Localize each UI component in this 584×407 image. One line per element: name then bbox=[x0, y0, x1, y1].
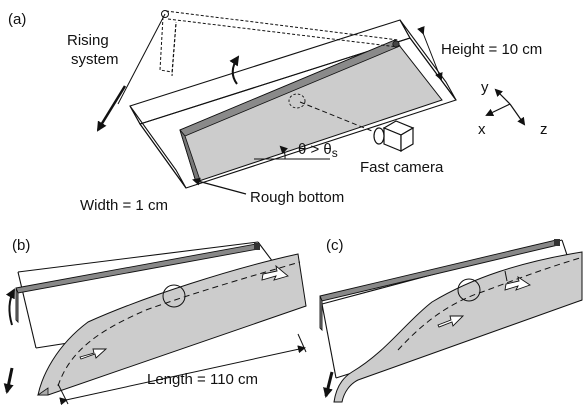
rising-label-line1: Rising bbox=[67, 32, 109, 49]
flow-marker-c bbox=[504, 270, 508, 282]
channel-outline bbox=[129, 19, 457, 189]
observation-circle-b bbox=[162, 284, 186, 308]
panel-b: (b) Length = bbox=[3, 237, 307, 406]
height-label: Height = 10 cm bbox=[441, 41, 542, 58]
flow-arrow-left-c bbox=[504, 275, 531, 291]
panel-b-label: (b) bbox=[12, 237, 30, 254]
rising-arrow bbox=[96, 85, 127, 132]
rough-bottom-arrow bbox=[192, 177, 247, 195]
axis-x-label: x bbox=[478, 121, 486, 138]
panel-a-label: (a) bbox=[8, 11, 26, 28]
camera-icon bbox=[373, 120, 415, 153]
rising-label-line2: system bbox=[71, 51, 119, 68]
panel-c: (c) bbox=[319, 237, 583, 403]
axes-indicator bbox=[485, 88, 526, 126]
theta-label: θ > θs bbox=[298, 141, 338, 160]
fast-camera bbox=[288, 93, 415, 153]
height-dimension bbox=[417, 25, 443, 81]
width-label: Width = 1 cm bbox=[80, 197, 168, 214]
length-label: Length = 110 cm bbox=[147, 371, 258, 388]
down-arrow-b bbox=[3, 367, 14, 394]
panel-a: (a) Rising system bbox=[8, 10, 548, 214]
granular-profile-c bbox=[333, 251, 583, 403]
granular-layer-a bbox=[179, 39, 443, 183]
surface-line-c bbox=[397, 257, 581, 351]
rotation-arrow-b bbox=[5, 288, 15, 326]
rough-bottom-label: Rough bottom bbox=[250, 189, 344, 206]
angle-marker bbox=[254, 145, 330, 160]
rotation-arrow-a bbox=[229, 55, 240, 85]
rising-rail-b bbox=[15, 243, 260, 324]
down-arrow-c bbox=[323, 371, 334, 398]
rising-system-arm bbox=[117, 10, 399, 105]
fast-camera-label: Fast camera bbox=[360, 159, 444, 176]
flow-arrow-right-c bbox=[437, 315, 465, 328]
observation-circle-c bbox=[457, 278, 481, 302]
rising-rail-c bbox=[319, 239, 560, 332]
axis-z-label: z bbox=[540, 121, 548, 138]
flow-arrow-left-b bbox=[261, 264, 289, 281]
panel-c-label: (c) bbox=[326, 237, 344, 254]
axis-y-label: y bbox=[481, 79, 489, 96]
theta-subscript: s bbox=[332, 146, 338, 160]
length-dimension bbox=[57, 333, 307, 406]
